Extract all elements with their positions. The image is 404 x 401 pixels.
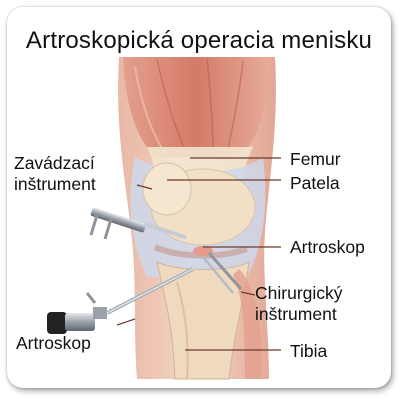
page-title: Artroskopická operacia menisku: [25, 27, 373, 54]
label-text: inštrument: [14, 174, 96, 194]
label-arthroscope-right: Artroskop: [290, 237, 365, 257]
insertion-instrument-icon: [89, 207, 187, 240]
diagram-card: Artroskopická operacia menisku Zavádzací…: [7, 7, 391, 388]
label-insertion-instrument: Zavádzací inštrument: [14, 153, 96, 195]
label-text: Chirurgický: [255, 283, 343, 303]
label-text: inštrument: [255, 304, 337, 324]
quadriceps-muscle: [123, 57, 269, 157]
label-surgical-instrument: Chirurgický inštrument: [255, 283, 343, 325]
patella-bone: [142, 162, 192, 216]
knee-illustration: [47, 57, 281, 380]
label-arthroscope-left: Artroskop: [16, 333, 91, 353]
arthroscope-camera-icon: [47, 267, 194, 334]
leader-lines: [116, 157, 281, 351]
label-femur: Femur: [290, 149, 341, 169]
label-patella: Patela: [290, 173, 340, 193]
label-text: Zavádzací: [14, 153, 95, 173]
surgical-instrument-icon: [202, 252, 243, 294]
label-tibia: Tibia: [290, 341, 328, 361]
